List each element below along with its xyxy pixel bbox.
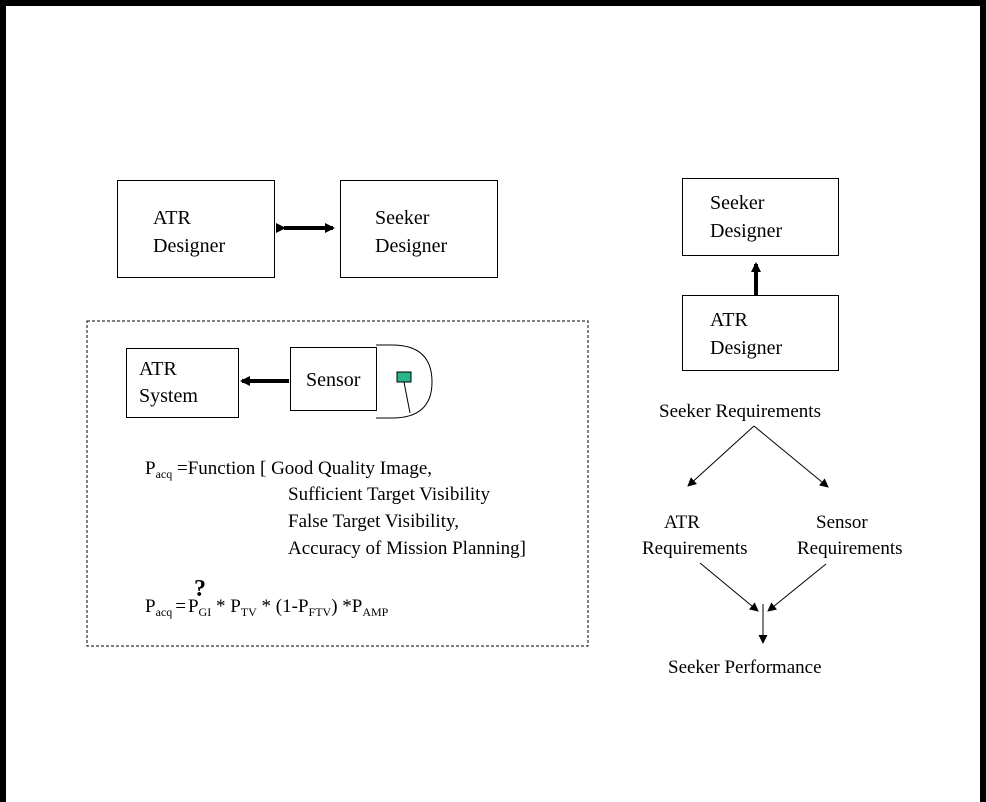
eq-pgi: P — [187, 596, 199, 617]
sensor-window-icon — [396, 371, 412, 383]
hierarchy-seeker-line2: Designer — [710, 220, 783, 242]
pacq-subscript: acq — [155, 467, 173, 481]
collab-seeker-line2: Designer — [375, 235, 448, 257]
eq-pamp: P — [351, 596, 363, 617]
hierarchy-atr-line1: ATR — [710, 309, 748, 331]
collab-atr-line1: ATR — [153, 207, 191, 229]
eq-ptv-sub: TV — [240, 605, 257, 619]
pacq-function-line: Pacq =Function [ Good Quality Image, — [145, 457, 432, 481]
eq-pamp-sub: AMP — [362, 605, 389, 619]
seeker-performance-label: Seeker Performance — [668, 657, 822, 678]
eq-pftv: P — [297, 596, 309, 617]
req-branch-right — [753, 425, 829, 488]
function-arg-2: False Target Visibility, — [288, 511, 459, 532]
sensor-box: Sensor — [290, 347, 377, 411]
hierarchy-seeker-line1: Seeker — [710, 192, 765, 214]
function-arg-3: Accuracy of Mission Planning] — [288, 538, 526, 559]
atr-system-line1: ATR — [139, 358, 177, 380]
atr-system-line2: System — [139, 385, 198, 407]
sensor-requirements-line1: Sensor — [816, 512, 868, 533]
eq-ptv: P — [230, 596, 241, 617]
sensor-mount-line — [403, 381, 411, 414]
eq-pftv-sub: FTV — [308, 605, 332, 619]
collab-seeker-line1: Seeker — [375, 207, 430, 229]
sensor-label: Sensor — [306, 369, 361, 391]
collab-atr-line2: Designer — [153, 235, 226, 257]
atr-system-box: ATR System — [126, 348, 239, 418]
eq-equals: = — [175, 596, 186, 617]
req-branch-left — [687, 425, 755, 487]
system-boundary — [86, 320, 589, 647]
eq-pgi-sub: GI — [198, 605, 212, 619]
atr-requirements-line1: ATR — [664, 512, 700, 533]
hierarchy-atr-line2: Designer — [710, 337, 783, 359]
atr-requirements-line2: Requirements — [642, 538, 748, 559]
pacq-symbol: P — [145, 458, 156, 479]
pacq-equation: Pacq=PGI * PTV * (1-PFTV) *PAMP — [145, 595, 388, 619]
sensor-requirements-line2: Requirements — [797, 538, 903, 559]
eq-op3: ) * — [331, 596, 352, 617]
hierarchy-atr-designer-box: ATR Designer — [682, 295, 839, 371]
eq-pacq-sub: acq — [155, 605, 173, 619]
equation-question-mark: ? — [194, 576, 206, 602]
req-merge-left — [699, 562, 759, 612]
collab-seeker-designer-box: Seeker Designer — [340, 180, 498, 278]
seeker-requirements-label: Seeker Requirements — [659, 401, 821, 422]
hierarchy-seeker-designer-box: Seeker Designer — [682, 178, 839, 256]
eq-op2: * (1- — [256, 596, 298, 617]
eq-pacq: P — [145, 596, 156, 617]
collab-atr-designer-box: ATR Designer — [117, 180, 275, 278]
req-merge-right — [767, 563, 827, 612]
function-arg-1: Sufficient Target Visibility — [288, 484, 490, 505]
function-lead: =Function [ Good Quality Image, — [172, 458, 433, 479]
sensor-dome-icon — [376, 344, 433, 419]
eq-op1: * — [211, 596, 231, 617]
